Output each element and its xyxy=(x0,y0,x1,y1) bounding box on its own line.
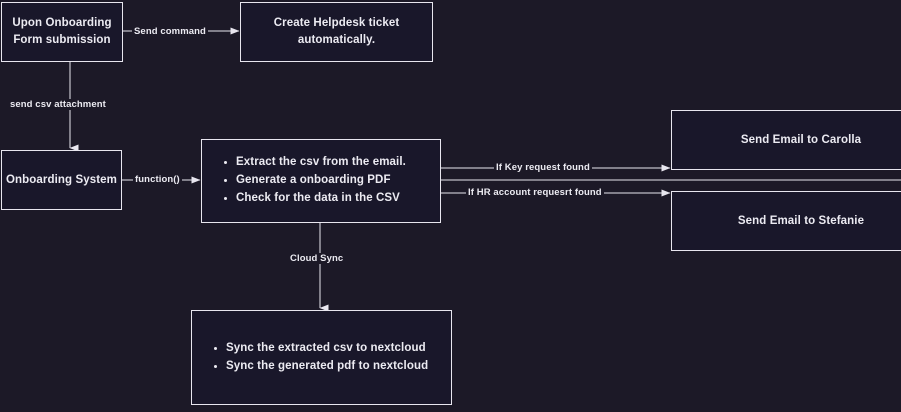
node-onboarding-form-line1: Upon Onboarding xyxy=(12,17,112,30)
edge-label-if-key-request: If Key request found xyxy=(494,162,592,173)
node-onboarding-form-line2: Form submission xyxy=(13,34,111,46)
list-item: Sync the extracted csv to nextcloud xyxy=(226,340,428,357)
node-send-email-carolla-label: Send Email to Carolla xyxy=(740,133,862,146)
node-onboarding-system-label: Onboarding System xyxy=(6,173,117,186)
edge-label-cloud-sync: Cloud Sync xyxy=(288,253,346,264)
list-item: Generate a onboarding PDF xyxy=(236,172,406,189)
node-processing-steps[interactable]: Extract the csv from the email. Generate… xyxy=(201,139,441,223)
node-onboarding-system[interactable]: Onboarding System xyxy=(1,150,122,210)
edge-label-send-command: Send command xyxy=(132,26,208,37)
processing-steps-list: Extract the csv from the email. Generate… xyxy=(202,154,406,207)
edge-label-send-csv-attachment: send csv attachment xyxy=(8,99,108,110)
node-create-helpdesk-ticket[interactable]: Create Helpdesk ticket automatically. xyxy=(240,2,433,62)
node-cloud-sync-tasks[interactable]: Sync the extracted csv to nextcloud Sync… xyxy=(191,310,452,405)
list-item: Sync the generated pdf to nextcloud xyxy=(226,358,428,375)
edge-label-function-call: function() xyxy=(133,174,182,185)
node-send-email-carolla[interactable]: Send Email to Carolla xyxy=(671,110,901,170)
node-onboarding-form[interactable]: Upon Onboarding Form submission xyxy=(1,2,123,62)
node-create-helpdesk-ticket-line1: Create Helpdesk ticket xyxy=(273,17,400,30)
edge-label-if-hr-account-request: If HR account requesrt found xyxy=(466,187,604,198)
list-item: Check for the data in the CSV xyxy=(236,190,406,207)
list-item: Extract the csv from the email. xyxy=(236,154,406,171)
node-send-email-stefanie[interactable]: Send Email to Stefanie xyxy=(671,191,901,251)
node-send-email-stefanie-label: Send Email to Stefanie xyxy=(737,214,865,227)
node-create-helpdesk-ticket-line2: automatically. xyxy=(297,34,376,46)
cloud-sync-tasks-list: Sync the extracted csv to nextcloud Sync… xyxy=(192,340,428,375)
